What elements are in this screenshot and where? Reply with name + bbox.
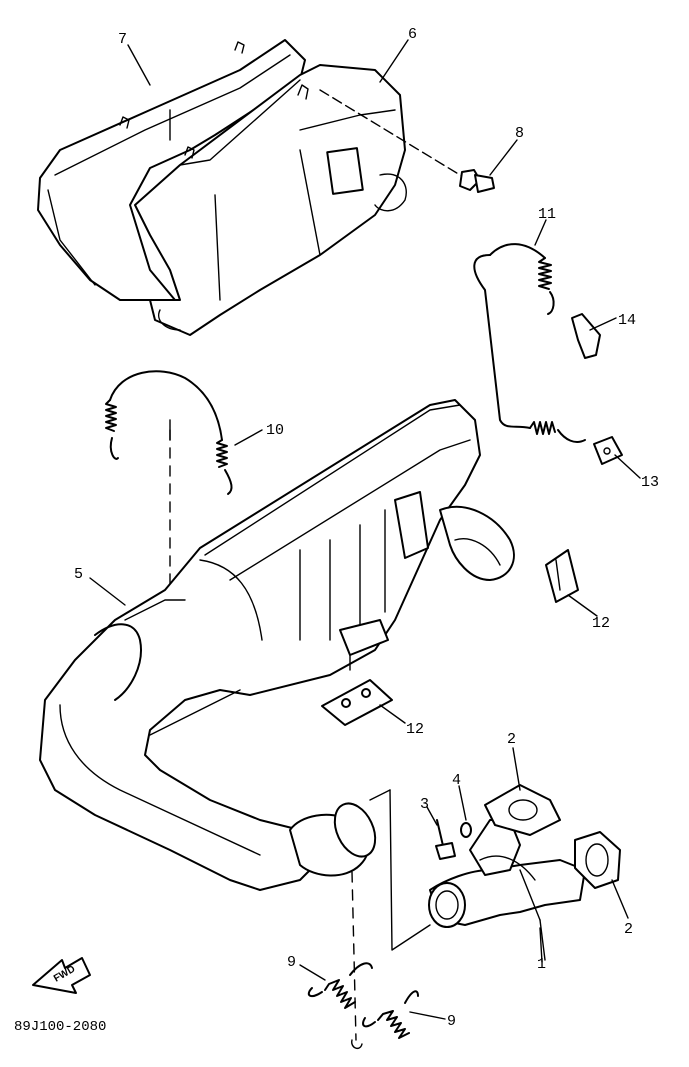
pipe-assembly-line — [389, 789, 431, 951]
washer — [460, 822, 472, 838]
leader-lines — [89, 39, 641, 1020]
muffler-inlet — [289, 802, 377, 877]
callout-12-right: 12 — [592, 615, 610, 632]
callout-3: 3 — [420, 796, 429, 813]
outer-heat-shield — [37, 39, 306, 301]
clip — [593, 436, 623, 465]
callout-1: 1 — [537, 956, 546, 973]
callout-6: 6 — [408, 26, 417, 43]
spring-assembly-line — [351, 871, 357, 1041]
forward-arrow-icon: FWD — [32, 957, 91, 994]
callout-14: 14 — [618, 312, 636, 329]
exhaust-pipe — [428, 819, 586, 961]
damper-plate-lower — [321, 679, 393, 726]
shield-bolt — [319, 89, 495, 193]
callout-2-upper: 2 — [507, 731, 516, 748]
muffler — [39, 399, 515, 891]
bracket — [571, 313, 601, 359]
callout-12-lower: 12 — [406, 721, 424, 738]
gasket-upper — [484, 784, 561, 836]
spring-lower — [362, 990, 419, 1039]
callout-5: 5 — [74, 566, 83, 583]
callout-13: 13 — [641, 474, 659, 491]
callout-10: 10 — [266, 422, 284, 439]
pipe-bolt — [435, 819, 456, 860]
callout-9-lower: 9 — [447, 1013, 456, 1030]
gasket-lower — [574, 831, 621, 889]
rear-band — [473, 243, 586, 443]
pipe-assembly-tick — [369, 789, 391, 801]
callout-9-upper: 9 — [287, 954, 296, 971]
muffler-band — [105, 370, 233, 495]
callout-4: 4 — [452, 772, 461, 789]
inner-heat-shield — [134, 64, 407, 336]
callout-11: 11 — [538, 206, 556, 223]
callout-2-lower: 2 — [624, 921, 633, 938]
callout-8: 8 — [515, 125, 524, 142]
diagram-code: 89J100-2080 — [14, 1019, 106, 1035]
spring-hook — [351, 1039, 363, 1050]
callout-7: 7 — [118, 31, 127, 48]
damper-plate-right — [545, 549, 579, 603]
spring-upper — [307, 962, 373, 1009]
